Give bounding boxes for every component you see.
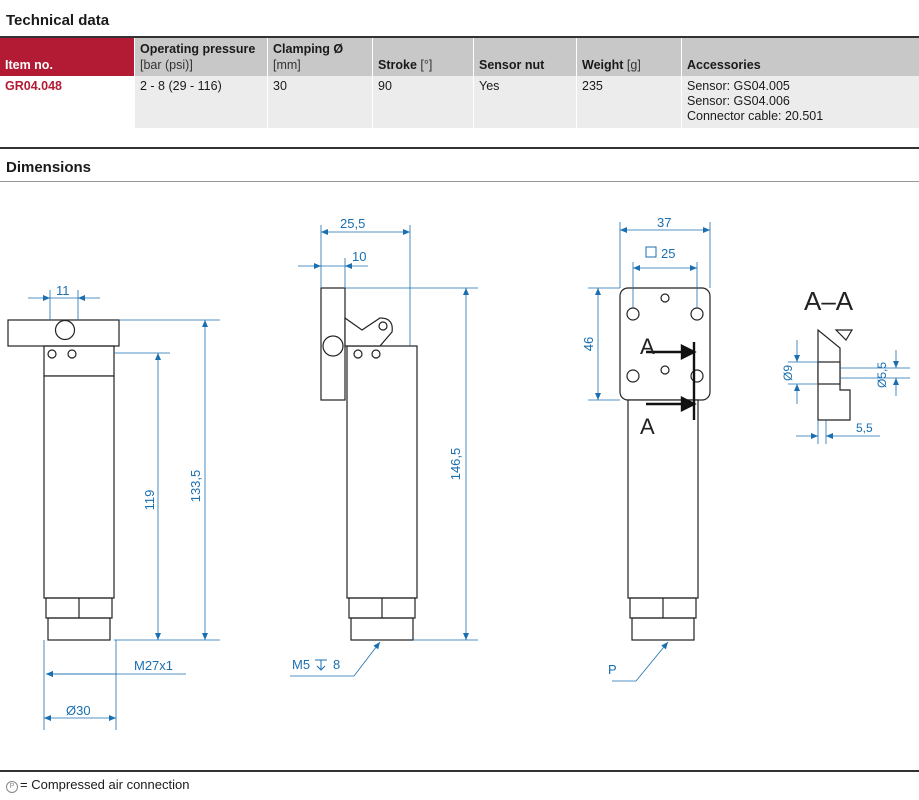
dim-11-label: 11 — [56, 283, 70, 298]
dim-119-label: 119 — [142, 490, 157, 511]
dia-30-label: Ø30 — [66, 703, 91, 718]
divider — [0, 36, 919, 38]
port-p-label: P — [608, 662, 617, 677]
header-clamping: Clamping Ø[mm] — [267, 38, 373, 76]
legend-text: = Compressed air connection — [20, 777, 190, 792]
dimensions-title: Dimensions — [6, 159, 92, 176]
dim-133-label: 133,5 — [188, 470, 203, 503]
cell-sensor-nut: Yes — [473, 76, 577, 128]
technical-data-title: Technical data — [6, 12, 110, 29]
header-weight: Weight [g] — [576, 38, 682, 76]
cell-item-no: GR04.048 — [0, 76, 135, 128]
header-item-no: Item no. — [0, 38, 135, 76]
table-header-row: Item no. Operating pressure[bar (psi)] C… — [0, 38, 919, 76]
dim-46-label: 46 — [581, 337, 596, 351]
divider — [0, 181, 919, 182]
m5-label: M5 — [292, 657, 310, 672]
cell-stroke: 90 — [372, 76, 474, 128]
dim-25-label: 25 — [661, 246, 675, 261]
thread-label: M27x1 — [134, 658, 173, 673]
dim-25-5-label: 25,5 — [340, 216, 365, 231]
legend: P= Compressed air connection — [6, 777, 189, 793]
cell-accessories: Sensor: GS04.005 Sensor: GS04.006 Connec… — [681, 76, 919, 128]
divider — [0, 770, 919, 772]
section-marker-a: A — [640, 414, 655, 439]
cell-weight: 235 — [576, 76, 682, 128]
section-detail — [817, 328, 854, 421]
dim-10-label: 10 — [352, 249, 366, 264]
section-arrow-icon — [646, 342, 697, 420]
dim-5-5-label: 5,5 — [856, 421, 873, 435]
accessory-item: Connector cable: 20.501 — [687, 109, 824, 123]
section-title-a-a: A–A — [804, 286, 854, 316]
compressed-air-icon: P — [6, 781, 18, 793]
header-stroke: Stroke [°] — [372, 38, 474, 76]
square-symbol-icon — [645, 246, 657, 258]
cell-pressure: 2 - 8 (29 - 116) — [134, 76, 268, 128]
divider — [0, 147, 919, 149]
technical-data-table: Item no. Operating pressure[bar (psi)] C… — [0, 38, 919, 128]
dia-5-5-label: Ø5,5 — [875, 362, 889, 388]
accessory-item: Sensor: GS04.006 — [687, 94, 790, 108]
header-accessories: Accessories — [681, 38, 919, 76]
back-view — [619, 287, 711, 641]
dimension-drawing: 11 119 133,5 M27x1 Ø30 25,5 10 146,5 — [7, 215, 910, 730]
accessory-item: Sensor: GS04.005 — [687, 79, 790, 93]
table-row: GR04.048 2 - 8 (29 - 116) 30 90 Yes 235 … — [0, 76, 919, 128]
front-view — [7, 319, 120, 641]
header-operating-pressure: Operating pressure[bar (psi)] — [134, 38, 268, 76]
section-marker-a: A — [640, 334, 655, 359]
cell-clamping: 30 — [267, 76, 373, 128]
header-sensor-nut: Sensor nut — [473, 38, 577, 76]
dim-146-label: 146,5 — [448, 448, 463, 481]
m5-depth-label: 8 — [333, 657, 340, 672]
side-view — [320, 287, 418, 641]
dim-37-label: 37 — [657, 215, 671, 230]
dia-9-label: Ø9 — [781, 365, 795, 381]
depth-symbol-icon — [315, 659, 327, 671]
